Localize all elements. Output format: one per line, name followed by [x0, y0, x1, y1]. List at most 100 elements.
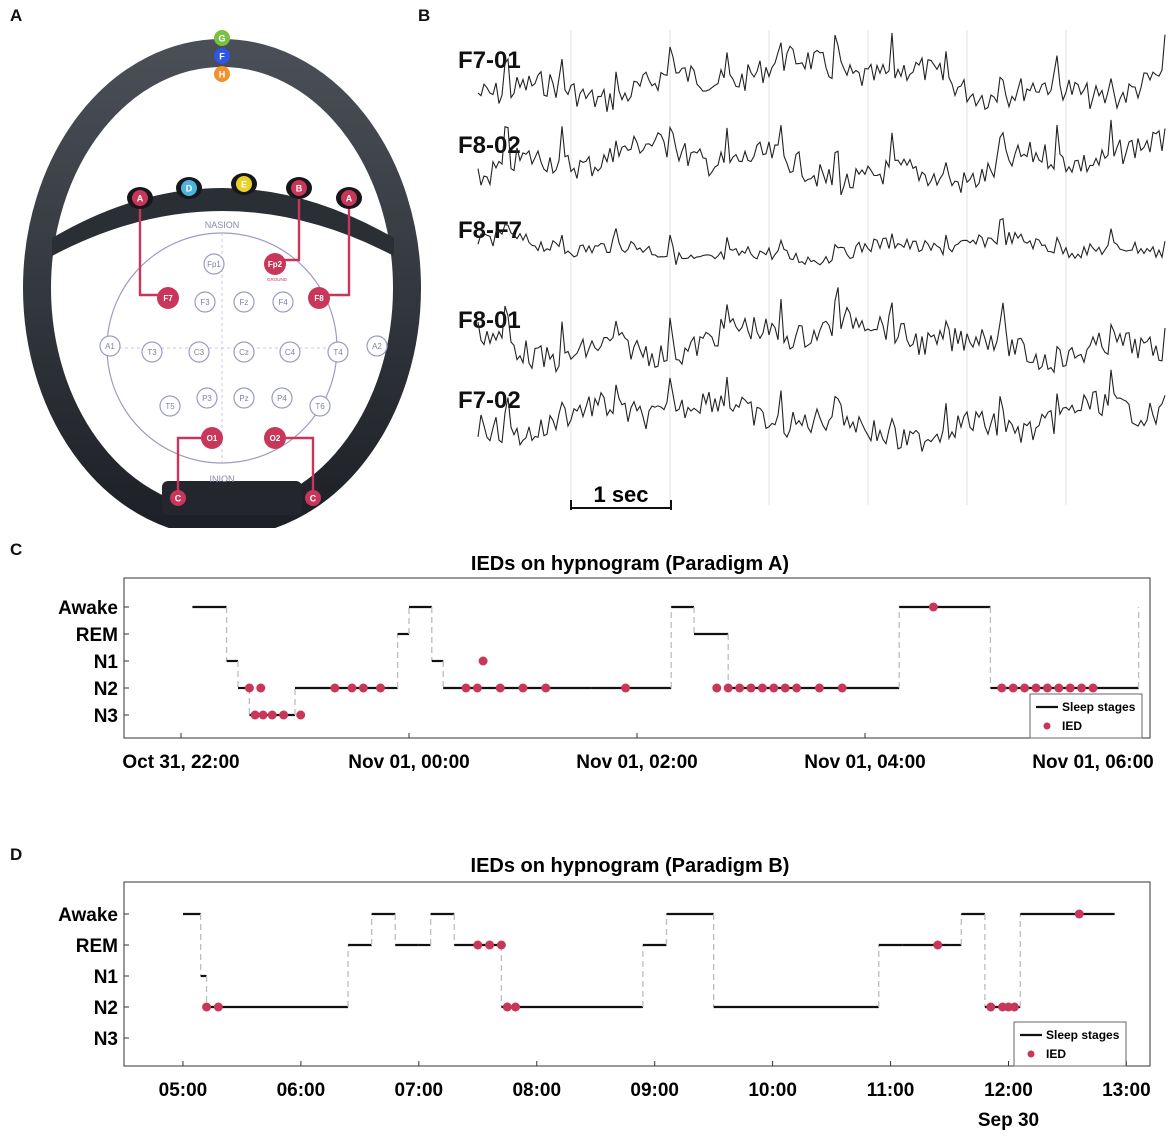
x-tick-label: Nov 01, 06:00	[1032, 752, 1153, 773]
svg-text:F8-01: F8-01	[458, 307, 521, 334]
electrode-p3: P3	[196, 387, 218, 409]
ied-point	[478, 656, 488, 666]
ied-point	[296, 710, 306, 720]
x-tick-label: 11:00	[867, 1080, 915, 1101]
active-electrode-f8: F8	[308, 287, 330, 309]
active-electrode-fp2: Fp2	[264, 253, 286, 275]
y-tick-label: N2	[94, 998, 118, 1019]
legend-dot-swatch	[1027, 1050, 1035, 1058]
x-tick-label: Nov 01, 04:00	[804, 752, 925, 773]
ied-point	[746, 683, 756, 693]
ied-point	[485, 940, 495, 950]
nasion-label: NASION	[205, 220, 240, 230]
hypnogram-paradigm-b: IEDs on hypnogram (Paradigm B) AwakeREMN…	[58, 855, 1151, 1131]
ied-point	[202, 1002, 212, 1012]
ied-point	[496, 940, 506, 950]
chart-title: IEDs on hypnogram (Paradigm B)	[471, 855, 790, 877]
x-tick-label: 09:00	[630, 1080, 679, 1101]
svg-text:O1: O1	[207, 434, 218, 443]
ied-point	[347, 683, 357, 693]
x-tick-label: 13:00	[1102, 1080, 1151, 1101]
ied-point	[376, 683, 385, 693]
ied-point	[780, 683, 790, 693]
eeg-channel-f8-f7: F8-F7	[458, 217, 1166, 266]
ied-point	[279, 710, 289, 720]
ied-point	[933, 940, 943, 950]
ied-point	[928, 602, 938, 612]
legend	[1029, 693, 1143, 739]
svg-text:F8-02: F8-02	[458, 132, 521, 159]
y-tick-label: N3	[94, 706, 118, 727]
active-electrode-o1: O1	[201, 427, 223, 449]
ied-point	[1008, 683, 1018, 693]
svg-text:Cz: Cz	[239, 348, 249, 357]
x-sublabel: Sep 30	[978, 1110, 1039, 1131]
svg-text:C3: C3	[194, 348, 205, 357]
ied-point	[621, 683, 631, 693]
x-tick-label: 05:00	[159, 1080, 208, 1101]
svg-text:Fp2: Fp2	[268, 260, 283, 269]
chart-title: IEDs on hypnogram (Paradigm A)	[471, 553, 789, 575]
eeg-channel-f7-02: F7-02	[458, 369, 1166, 452]
ied-point	[1065, 683, 1075, 693]
ied-point	[837, 683, 847, 693]
ied-point	[502, 1002, 512, 1012]
svg-text:P3: P3	[202, 394, 212, 403]
y-tick-label: N3	[94, 1029, 118, 1050]
top-dot-f: F	[214, 48, 230, 64]
x-tick-label: 10:00	[748, 1080, 797, 1101]
ied-point	[267, 710, 277, 720]
bottom-clip	[162, 481, 302, 515]
svg-text:Fp1: Fp1	[207, 260, 221, 269]
band-dot-a: A	[127, 187, 153, 209]
svg-text:Fz: Fz	[240, 298, 249, 307]
svg-text:T3: T3	[147, 348, 157, 357]
electrode-f4: F4	[272, 291, 294, 313]
ied-point	[1020, 683, 1030, 693]
x-tick-label: 08:00	[512, 1080, 561, 1101]
svg-text:A2: A2	[372, 342, 382, 351]
svg-text:F4: F4	[278, 298, 288, 307]
y-tick-label: REM	[76, 625, 118, 646]
eeg-channel-f8-01: F8-01	[458, 287, 1166, 374]
ied-point	[461, 683, 471, 693]
electrode-t6: T6	[309, 395, 331, 417]
hypnogram-paradigm-a: IEDs on hypnogram (Paradigm A) AwakeREMN…	[58, 553, 1154, 773]
svg-text:H: H	[219, 70, 226, 80]
ied-point	[213, 1002, 223, 1012]
svg-text:C4: C4	[285, 348, 296, 357]
ied-point	[258, 710, 268, 720]
ied-point	[518, 683, 528, 693]
legend-label: Sleep stages	[1046, 1028, 1120, 1042]
x-tick-label: Oct 31, 22:00	[122, 752, 239, 773]
y-tick-label: N1	[94, 652, 119, 673]
svg-text:A: A	[137, 194, 144, 204]
svg-text:P4: P4	[277, 394, 287, 403]
y-tick-label: N2	[94, 679, 118, 700]
legend-label: IED	[1046, 1047, 1066, 1061]
ied-point	[256, 683, 266, 693]
electrode-c3: C3	[188, 341, 210, 363]
svg-text:F8-F7: F8-F7	[458, 217, 522, 244]
band-dot-d: D	[176, 177, 202, 199]
svg-text:E: E	[241, 180, 247, 190]
clip-dot-c: C	[305, 490, 321, 506]
electrode-pz: Pz	[233, 387, 255, 409]
ied-point	[814, 683, 824, 693]
band-dot-a: A	[336, 187, 362, 209]
ied-point	[330, 683, 340, 693]
clip-dot-c: C	[170, 490, 186, 506]
ied-point	[757, 683, 767, 693]
svg-text:T4: T4	[333, 348, 343, 357]
panel-letter-b: B	[418, 6, 431, 25]
ied-point	[1074, 909, 1084, 919]
electrode-a2: A2	[366, 335, 388, 357]
x-tick-label: 12:00	[984, 1080, 1033, 1101]
electrode-t3: T3	[141, 341, 163, 363]
svg-text:T5: T5	[165, 402, 175, 411]
svg-text:F: F	[219, 52, 225, 62]
panel-letter-d: D	[10, 845, 23, 864]
svg-text:F7-02: F7-02	[458, 387, 521, 414]
ground-label: GROUND	[267, 277, 288, 282]
